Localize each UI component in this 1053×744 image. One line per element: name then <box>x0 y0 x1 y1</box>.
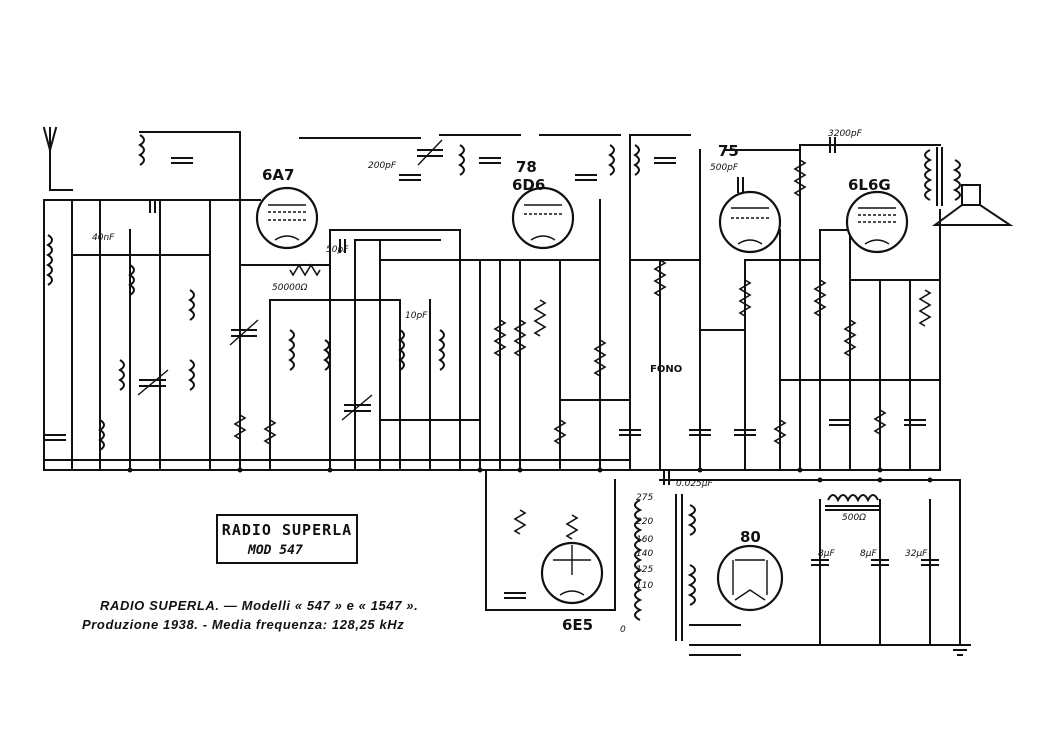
label-fono: FONO <box>650 364 682 375</box>
label-50pf: 50pF <box>326 245 349 255</box>
tap-160: 160 <box>636 535 653 545</box>
tube-label-6e5: 6E5 <box>562 616 593 634</box>
tap-0: 0 <box>620 625 626 635</box>
tube-label-6l6g: 6L6G <box>848 176 891 194</box>
power-transformer <box>634 494 741 656</box>
ground-symbol <box>949 644 971 656</box>
tube-80 <box>716 544 784 612</box>
tap-140: 140 <box>636 549 653 559</box>
label-8uf-a: 8μF <box>818 549 835 559</box>
nameplate-model: MOD 547 <box>248 543 303 558</box>
tube-78 <box>511 186 575 250</box>
tube-label-6a7: 6A7 <box>262 166 294 184</box>
label-50000-ohm: 50000Ω <box>272 283 308 293</box>
caption-models: RADIO SUPERLA. — Modelli « 547 » e « 154… <box>100 598 419 613</box>
tube-label-6d6: 6D6 <box>512 176 545 194</box>
bus-wires <box>43 131 961 646</box>
tube-label-75: 75 <box>718 142 739 160</box>
filter-choke <box>811 494 939 646</box>
label-8uf-b: 8μF <box>860 549 877 559</box>
resistors <box>233 159 932 540</box>
tube-6e5 <box>540 541 604 605</box>
tube-label-80: 80 <box>740 528 761 546</box>
label-200pf-a: 200pF <box>368 161 397 171</box>
tube-label-78: 78 <box>516 158 537 176</box>
tap-110: 110 <box>636 581 653 591</box>
label-10pf: 10pF <box>405 311 428 321</box>
tube-6l6g <box>845 190 909 254</box>
label-32uf: 32μF <box>905 549 928 559</box>
tube-75 <box>718 190 782 254</box>
fixed-capacitors <box>44 137 926 599</box>
tap-220: 220 <box>636 517 653 527</box>
loudspeaker-symbol <box>931 159 1014 226</box>
label-40nf: 40nF <box>92 233 115 243</box>
tap-275: 275 <box>636 493 653 503</box>
nameplate-box: RADIO SUPERLA MOD 547 <box>216 514 358 564</box>
rf-coils <box>46 134 640 451</box>
output-transformer <box>924 147 943 206</box>
tap-125: 125 <box>636 565 653 575</box>
variable-capacitors <box>137 139 676 421</box>
junction-dots <box>127 467 933 483</box>
label-500pf: 500pF <box>710 163 739 173</box>
nameplate-title: RADIO SUPERLA <box>221 521 353 539</box>
caption-production: Produzione 1938. - Media frequenza: 128,… <box>82 617 405 632</box>
antenna-symbol <box>42 126 73 191</box>
label-0025uf: 0.025μF <box>676 479 713 489</box>
label-3200pf: 3200pF <box>828 129 863 139</box>
tube-6a7 <box>255 186 319 250</box>
label-choke-500-ohm: 500Ω <box>842 513 866 523</box>
